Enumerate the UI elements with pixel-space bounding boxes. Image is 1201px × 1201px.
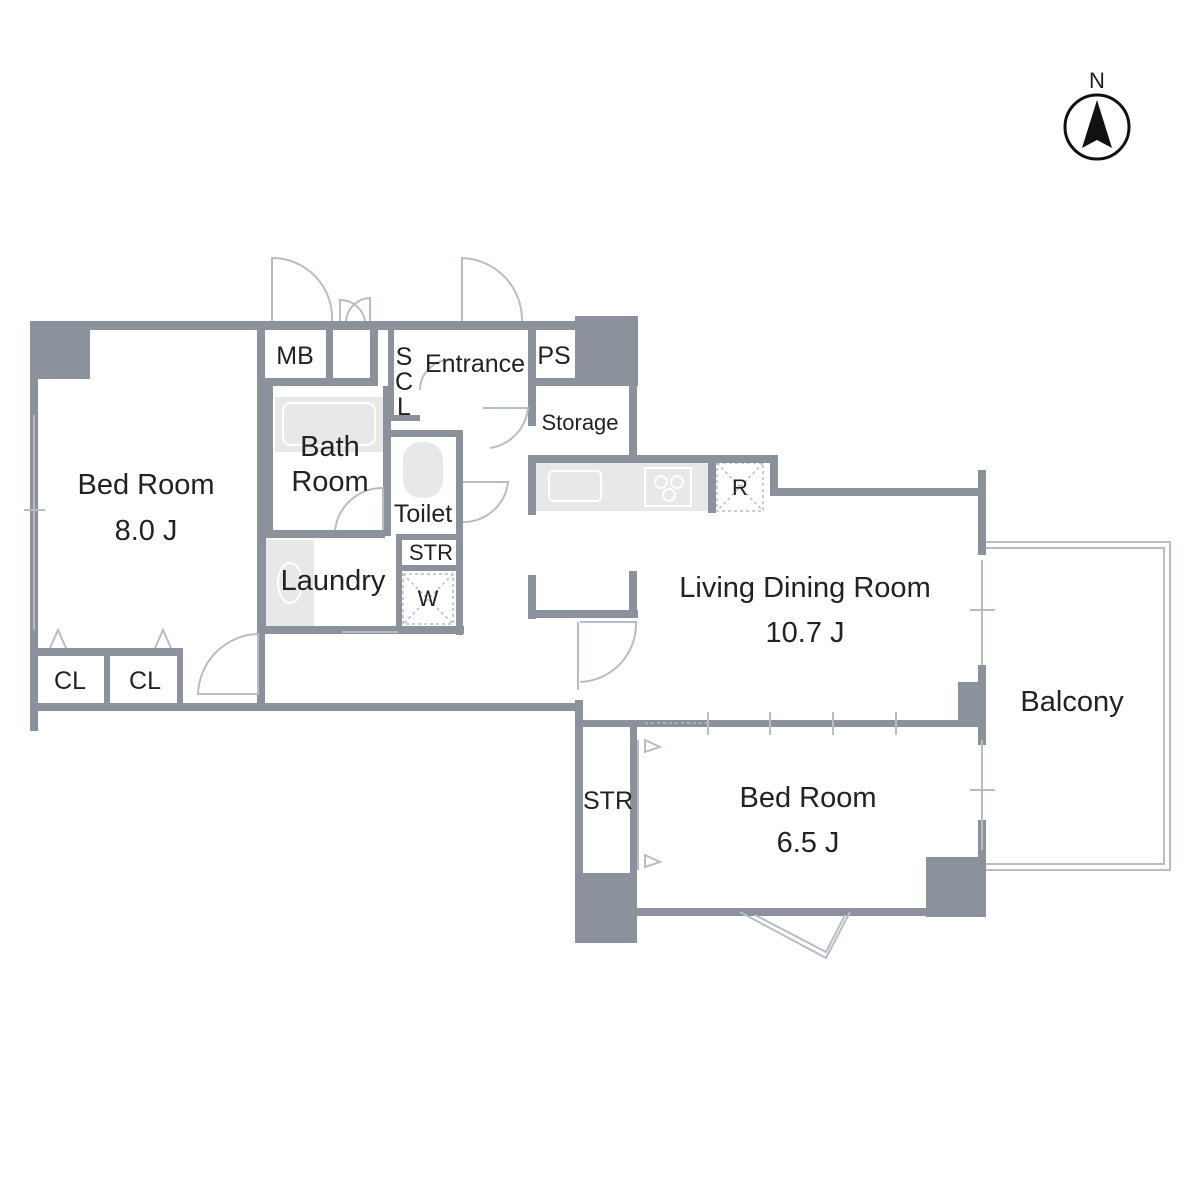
- room-labels: Bed Room 8.0 J MB S C L Entrance PS Stor…: [54, 342, 1124, 859]
- living-size: 10.7 J: [766, 617, 845, 649]
- north-compass: N: [1063, 68, 1131, 161]
- mb-label: MB: [276, 342, 314, 370]
- scl-label-c: C: [395, 368, 413, 396]
- compass-north-label: N: [1089, 68, 1105, 93]
- stove-icon: [644, 467, 692, 507]
- fixtures: [266, 397, 764, 626]
- cl-left-label: CL: [54, 667, 86, 695]
- bath-label-line2: Room: [291, 466, 368, 498]
- compass-arrow-icon: [1082, 100, 1112, 148]
- bedroom-west-size: 8.0 J: [115, 515, 178, 547]
- living-name: Living Dining Room: [679, 572, 930, 604]
- cl-right-label: CL: [129, 667, 161, 695]
- bedroom-west-name: Bed Room: [77, 469, 214, 501]
- washer-space: [402, 573, 454, 625]
- bedroom-south-name: Bed Room: [739, 782, 876, 814]
- toilet-bowl: [403, 442, 443, 498]
- toilet-label: Toilet: [394, 500, 452, 528]
- compass-ring: [1063, 93, 1131, 161]
- fridge-label: R: [732, 475, 748, 500]
- ps-label: PS: [537, 342, 570, 370]
- scl-label-s: S: [396, 343, 413, 371]
- bedroom-south-size: 6.5 J: [777, 827, 840, 859]
- entrance-label: Entrance: [425, 350, 525, 378]
- storage-label: Storage: [541, 410, 618, 435]
- str-small-label: STR: [409, 540, 453, 565]
- bath-label-line1: Bath: [300, 431, 360, 463]
- fridge-space: [716, 462, 764, 512]
- washbasin-counter: [266, 540, 314, 626]
- sink: [548, 470, 602, 502]
- balcony-label: Balcony: [1020, 686, 1124, 718]
- bathtub: [275, 397, 383, 452]
- openings: [24, 256, 1171, 960]
- str-bedroom-label: STR: [583, 787, 633, 815]
- laundry-label: Laundry: [281, 565, 386, 597]
- scl-label-l: L: [397, 393, 411, 421]
- washer-label: W: [418, 586, 439, 611]
